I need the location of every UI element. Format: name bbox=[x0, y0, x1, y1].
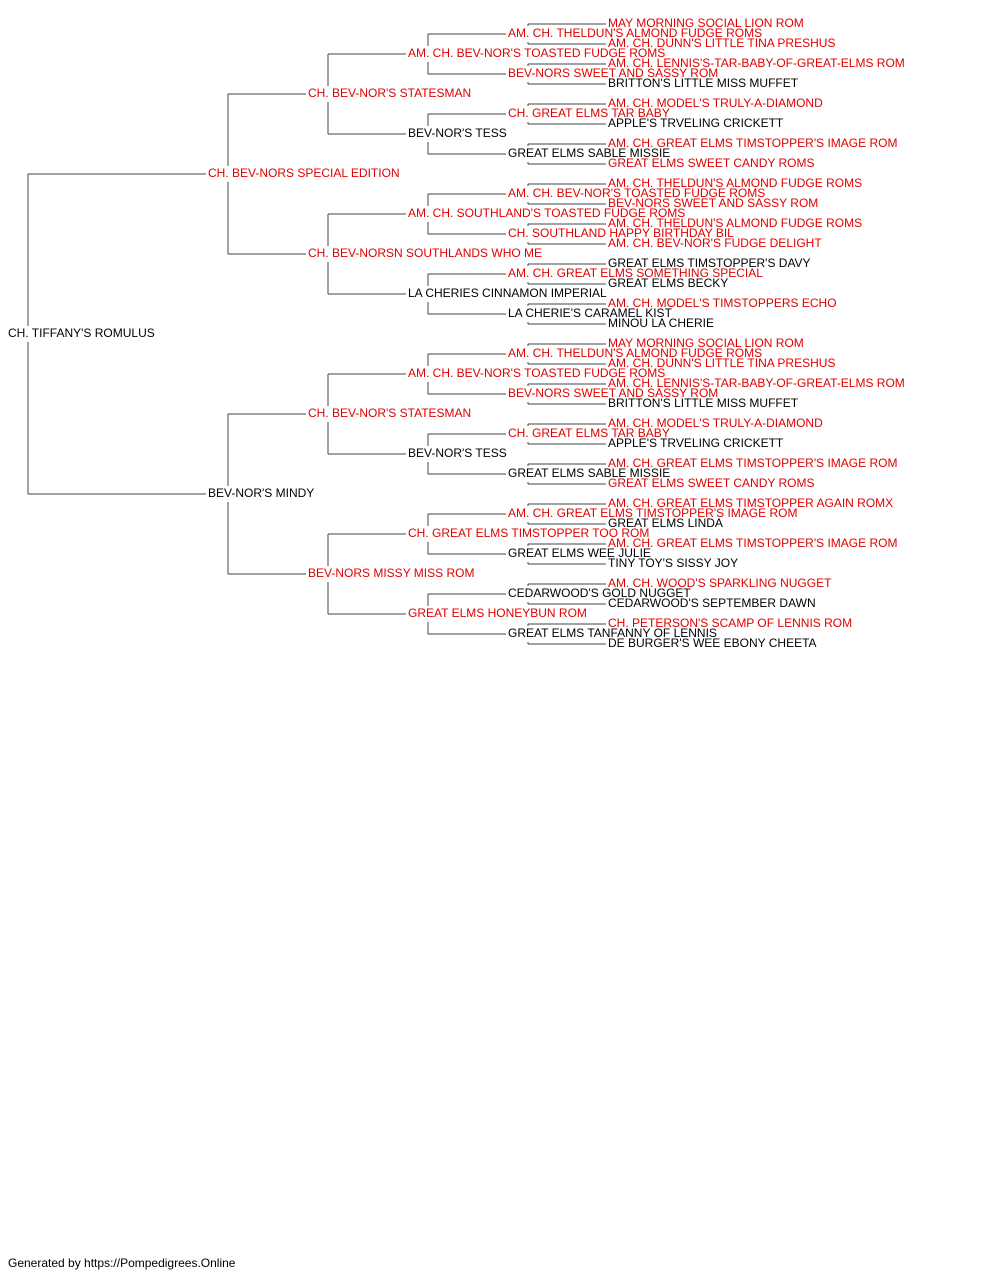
pedigree-node-sire-dam-dam-sire-sire: GREAT ELMS TIMSTOPPER'S DAVY bbox=[608, 256, 811, 270]
pedigree-node-sire-dam: CH. BEV-NORSN SOUTHLANDS WHO ME bbox=[308, 246, 542, 260]
pedigree-node-sire-sire-dam-dam-sire: AM. CH. GREAT ELMS TIMSTOPPER'S IMAGE RO… bbox=[608, 136, 897, 150]
pedigree-node-dam-dam-sire: CH. GREAT ELMS TIMSTOPPER TOO ROM bbox=[408, 526, 649, 540]
pedigree-node-dam-sire-sire-dam: BEV-NORS SWEET AND SASSY ROM bbox=[508, 386, 718, 400]
pedigree-node-dam-dam-dam-sire: CEDARWOOD'S GOLD NUGGET bbox=[508, 586, 691, 600]
pedigree-node-dam-sire-sire-dam-sire: AM. CH. LENNIS'S-TAR-BABY-OF-GREAT-ELMS … bbox=[608, 376, 905, 390]
pedigree-node-sire-dam-sire: AM. CH. SOUTHLAND'S TOASTED FUDGE ROMS bbox=[408, 206, 685, 220]
pedigree-node-dam-dam-sire-dam-dam: TINY TOY'S SISSY JOY bbox=[608, 556, 738, 570]
pedigree-node-subject: CH. TIFFANY'S ROMULUS bbox=[8, 326, 155, 340]
pedigree-node-sire-dam-sire-sire-sire: AM. CH. THELDUN'S ALMOND FUDGE ROMS bbox=[608, 176, 862, 190]
pedigree-node-sire-dam-dam: LA CHERIES CINNAMON IMPERIAL bbox=[408, 286, 607, 300]
pedigree-node-dam-dam: BEV-NORS MISSY MISS ROM bbox=[308, 566, 474, 580]
pedigree-node-sire-sire-dam-sire: CH. GREAT ELMS TAR BABY bbox=[508, 106, 670, 120]
pedigree-node-sire-dam-dam-dam: LA CHERIE'S CARAMEL KIST bbox=[508, 306, 673, 320]
pedigree-node-dam-sire: CH. BEV-NOR'S STATESMAN bbox=[308, 406, 471, 420]
pedigree-node-sire-dam-sire-dam: CH. SOUTHLAND HAPPY BIRTHDAY BIL bbox=[508, 226, 734, 240]
pedigree-node-dam: BEV-NOR'S MINDY bbox=[208, 486, 314, 500]
pedigree-node-dam-sire-dam-dam-sire: AM. CH. GREAT ELMS TIMSTOPPER'S IMAGE RO… bbox=[608, 456, 897, 470]
pedigree-node-dam-dam-dam-sire-dam: CEDARWOOD'S SEPTEMBER DAWN bbox=[608, 596, 816, 610]
pedigree-node-sire-dam-sire-sire-dam: BEV-NORS SWEET AND SASSY ROM bbox=[608, 196, 818, 210]
pedigree-node-sire-sire-sire: AM. CH. BEV-NOR'S TOASTED FUDGE ROMS bbox=[408, 46, 665, 60]
pedigree-node-dam-sire-dam-sire-dam: APPLE'S TRVELING CRICKETT bbox=[608, 436, 784, 450]
pedigree-node-sire-dam-sire-dam-sire: AM. CH. THELDUN'S ALMOND FUDGE ROMS bbox=[608, 216, 862, 230]
pedigree-node-sire-sire-dam-sire-dam: APPLE'S TRVELING CRICKETT bbox=[608, 116, 784, 130]
pedigree-node-sire-sire-sire-sire: AM. CH. THELDUN'S ALMOND FUDGE ROMS bbox=[508, 26, 762, 40]
pedigree-node-dam-dam-sire-dam: GREAT ELMS WEE JULIE bbox=[508, 546, 651, 560]
pedigree-node-sire-sire-sire-dam-dam: BRITTON'S LITTLE MISS MUFFET bbox=[608, 76, 799, 90]
pedigree-node-sire-dam-sire-dam-dam: AM. CH. BEV-NOR'S FUDGE DELIGHT bbox=[608, 236, 822, 250]
footer-credit: Generated by https://Pompedigrees.Online bbox=[8, 1256, 236, 1270]
pedigree-node-dam-dam-dam: GREAT ELMS HONEYBUN ROM bbox=[408, 606, 587, 620]
pedigree-node-dam-dam-sire-sire: AM. CH. GREAT ELMS TIMSTOPPER'S IMAGE RO… bbox=[508, 506, 797, 520]
pedigree-node-dam-dam-dam-sire-sire: AM. CH. WOOD'S SPARKLING NUGGET bbox=[608, 576, 832, 590]
pedigree-node-sire-sire-dam-dam-dam: GREAT ELMS SWEET CANDY ROMS bbox=[608, 156, 814, 170]
pedigree-node-dam-sire-dam-dam-dam: GREAT ELMS SWEET CANDY ROMS bbox=[608, 476, 814, 490]
pedigree-node-dam-dam-dam-dam: GREAT ELMS TANFANNY OF LENNIS bbox=[508, 626, 717, 640]
pedigree-node-dam-sire-sire-dam-dam: BRITTON'S LITTLE MISS MUFFET bbox=[608, 396, 799, 410]
pedigree-node-dam-dam-sire-sire-sire: AM. CH. GREAT ELMS TIMSTOPPER AGAIN ROMX bbox=[608, 496, 893, 510]
pedigree-node-dam-dam-sire-dam-sire: AM. CH. GREAT ELMS TIMSTOPPER'S IMAGE RO… bbox=[608, 536, 897, 550]
pedigree-node-sire-sire-sire-sire-sire: MAY MORNING SOCIAL LION ROM bbox=[608, 16, 804, 30]
pedigree-node-sire-sire-dam: BEV-NOR'S TESS bbox=[408, 126, 507, 140]
pedigree-node-sire-sire-sire-dam: BEV-NORS SWEET AND SASSY ROM bbox=[508, 66, 718, 80]
pedigree-node-dam-dam-sire-sire-dam: GREAT ELMS LINDA bbox=[608, 516, 723, 530]
pedigree-node-sire-sire-dam-dam: GREAT ELMS SABLE MISSIE bbox=[508, 146, 670, 160]
pedigree-node-sire-dam-sire-sire: AM. CH. BEV-NOR'S TOASTED FUDGE ROMS bbox=[508, 186, 765, 200]
pedigree-node-sire-dam-dam-sire-dam: GREAT ELMS BECKY bbox=[608, 276, 728, 290]
pedigree-node-dam-sire-sire-sire-dam: AM. CH. DUNN'S LITTLE TINA PRESHUS bbox=[608, 356, 835, 370]
pedigree-node-dam-sire-dam-sire: CH. GREAT ELMS TAR BABY bbox=[508, 426, 670, 440]
pedigree-node-sire-sire-sire-dam-sire: AM. CH. LENNIS'S-TAR-BABY-OF-GREAT-ELMS … bbox=[608, 56, 905, 70]
pedigree-node-dam-sire-dam: BEV-NOR'S TESS bbox=[408, 446, 507, 460]
pedigree-node-sire: CH. BEV-NORS SPECIAL EDITION bbox=[208, 166, 400, 180]
pedigree-node-dam-sire-dam-sire-sire: AM. CH. MODEL'S TRULY-A-DIAMOND bbox=[608, 416, 823, 430]
pedigree-node-sire-sire: CH. BEV-NOR'S STATESMAN bbox=[308, 86, 471, 100]
pedigree-node-sire-sire-dam-sire-sire: AM. CH. MODEL'S TRULY-A-DIAMOND bbox=[608, 96, 823, 110]
pedigree-node-sire-dam-dam-dam-dam: MINOU LA CHERIE bbox=[608, 316, 714, 330]
pedigree-node-sire-dam-dam-dam-sire: AM. CH. MODEL'S TIMSTOPPERS ECHO bbox=[608, 296, 837, 310]
pedigree-node-dam-sire-sire-sire-sire: MAY MORNING SOCIAL LION ROM bbox=[608, 336, 804, 350]
pedigree-node-dam-dam-dam-dam-sire: CH. PETERSON'S SCAMP OF LENNIS ROM bbox=[608, 616, 852, 630]
pedigree-node-dam-dam-dam-dam-dam: DE BURGER'S WEE EBONY CHEETA bbox=[608, 636, 817, 650]
pedigree-node-dam-sire-dam-dam: GREAT ELMS SABLE MISSIE bbox=[508, 466, 670, 480]
pedigree-node-sire-dam-dam-sire: AM. CH. GREAT ELMS SOMETHING SPECIAL bbox=[508, 266, 763, 280]
pedigree-node-dam-sire-sire-sire: AM. CH. THELDUN'S ALMOND FUDGE ROMS bbox=[508, 346, 762, 360]
pedigree-node-dam-sire-sire: AM. CH. BEV-NOR'S TOASTED FUDGE ROMS bbox=[408, 366, 665, 380]
pedigree-node-sire-sire-sire-sire-dam: AM. CH. DUNN'S LITTLE TINA PRESHUS bbox=[608, 36, 835, 50]
